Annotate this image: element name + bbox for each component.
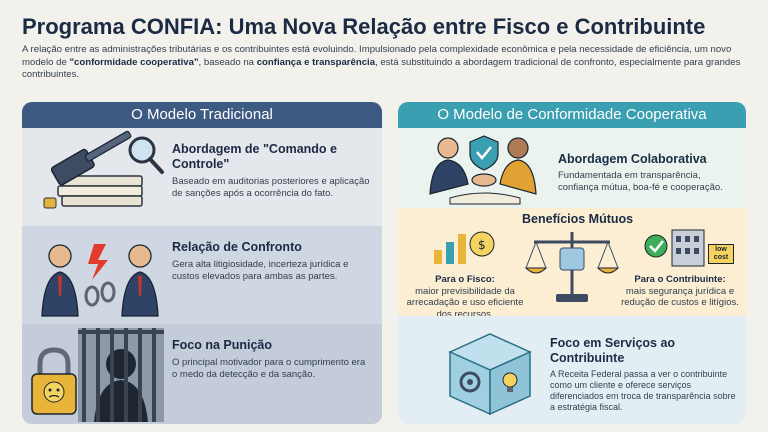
traditional-model-header: O Modelo Tradicional	[22, 102, 382, 128]
services-title: Foco em Serviços ao Contribuinte	[550, 336, 676, 365]
benefits-title: Benefícios Mútuos	[522, 212, 634, 226]
traditional-row-punishment: Foco na Punição O principal motivador pa…	[22, 324, 382, 424]
intro-text-2: , baseado na	[198, 56, 257, 68]
intro-bold-2: confiança e transparência	[256, 56, 376, 68]
row-text: Baseado em auditorias posteriores e apli…	[172, 176, 370, 199]
gavel-magnifier-icon	[22, 128, 172, 226]
mutual-benefits-block: Benefícios Mútuos $	[398, 208, 746, 320]
row-text: Gera alta litigiosidade, incerteza juríd…	[172, 259, 349, 282]
low-cost-badge: low cost	[708, 244, 734, 264]
cooperative-model-panel: O Modelo de Conformidade Cooperativa Abo…	[398, 102, 746, 424]
glass-cube-icon	[430, 326, 540, 423]
fisco-label: Para o Fisco:	[435, 274, 495, 285]
scale-balance-icon	[522, 228, 622, 313]
row-text: O principal motivador para o cumprimento…	[172, 357, 366, 380]
building-check-icon	[642, 226, 722, 275]
collab-title: Abordagem Colaborativa	[558, 152, 707, 166]
fisco-text: maior previsibilidade da arrecadação e u…	[406, 285, 524, 320]
handshake-icon	[420, 132, 548, 211]
cooperative-model-header: O Modelo de Conformidade Cooperativa	[398, 102, 746, 128]
traditional-model-panel: O Modelo Tradicional Abordagem	[22, 102, 382, 424]
collab-text: Fundamentada em transparência, confiança…	[558, 170, 723, 193]
row-title: Abordagem de "Comando e Controle"	[172, 142, 337, 171]
traditional-row-confrontation: Relação de Confronto Gera alta litigiosi…	[22, 226, 382, 324]
page-title: Programa CONFIA: Uma Nova Relação entre …	[22, 14, 706, 39]
row-title: Relação de Confronto	[172, 240, 302, 254]
taxpayer-services-block: Foco em Serviços ao Contribuinte A Recei…	[398, 316, 746, 424]
contrib-label: Para o Contribuinte:	[634, 274, 726, 285]
money-growth-icon: $	[426, 226, 506, 271]
confrontation-icon	[22, 226, 172, 324]
svg-text:$: $	[478, 238, 486, 252]
intro-paragraph: A relação entre as administrações tribut…	[22, 44, 750, 82]
intro-text-3: , está substituindo a abordagem tradicio…	[22, 56, 741, 81]
intro-bold-1: "conformidade cooperativa"	[69, 56, 199, 68]
intro-text-1: A relação entre as administrações tribut…	[22, 44, 732, 68]
traditional-row-command-control: Abordagem de "Comando e Controle" Basead…	[22, 128, 382, 226]
prison-lock-icon	[22, 324, 172, 424]
services-text: A Receita Federal passa a ver o contribu…	[550, 369, 736, 412]
contrib-text: mais segurança jurídica e redução de cus…	[621, 285, 739, 309]
collaborative-approach-block: Abordagem Colaborativa Fundamentada em t…	[398, 128, 746, 208]
row-title: Foco na Punição	[172, 338, 273, 352]
